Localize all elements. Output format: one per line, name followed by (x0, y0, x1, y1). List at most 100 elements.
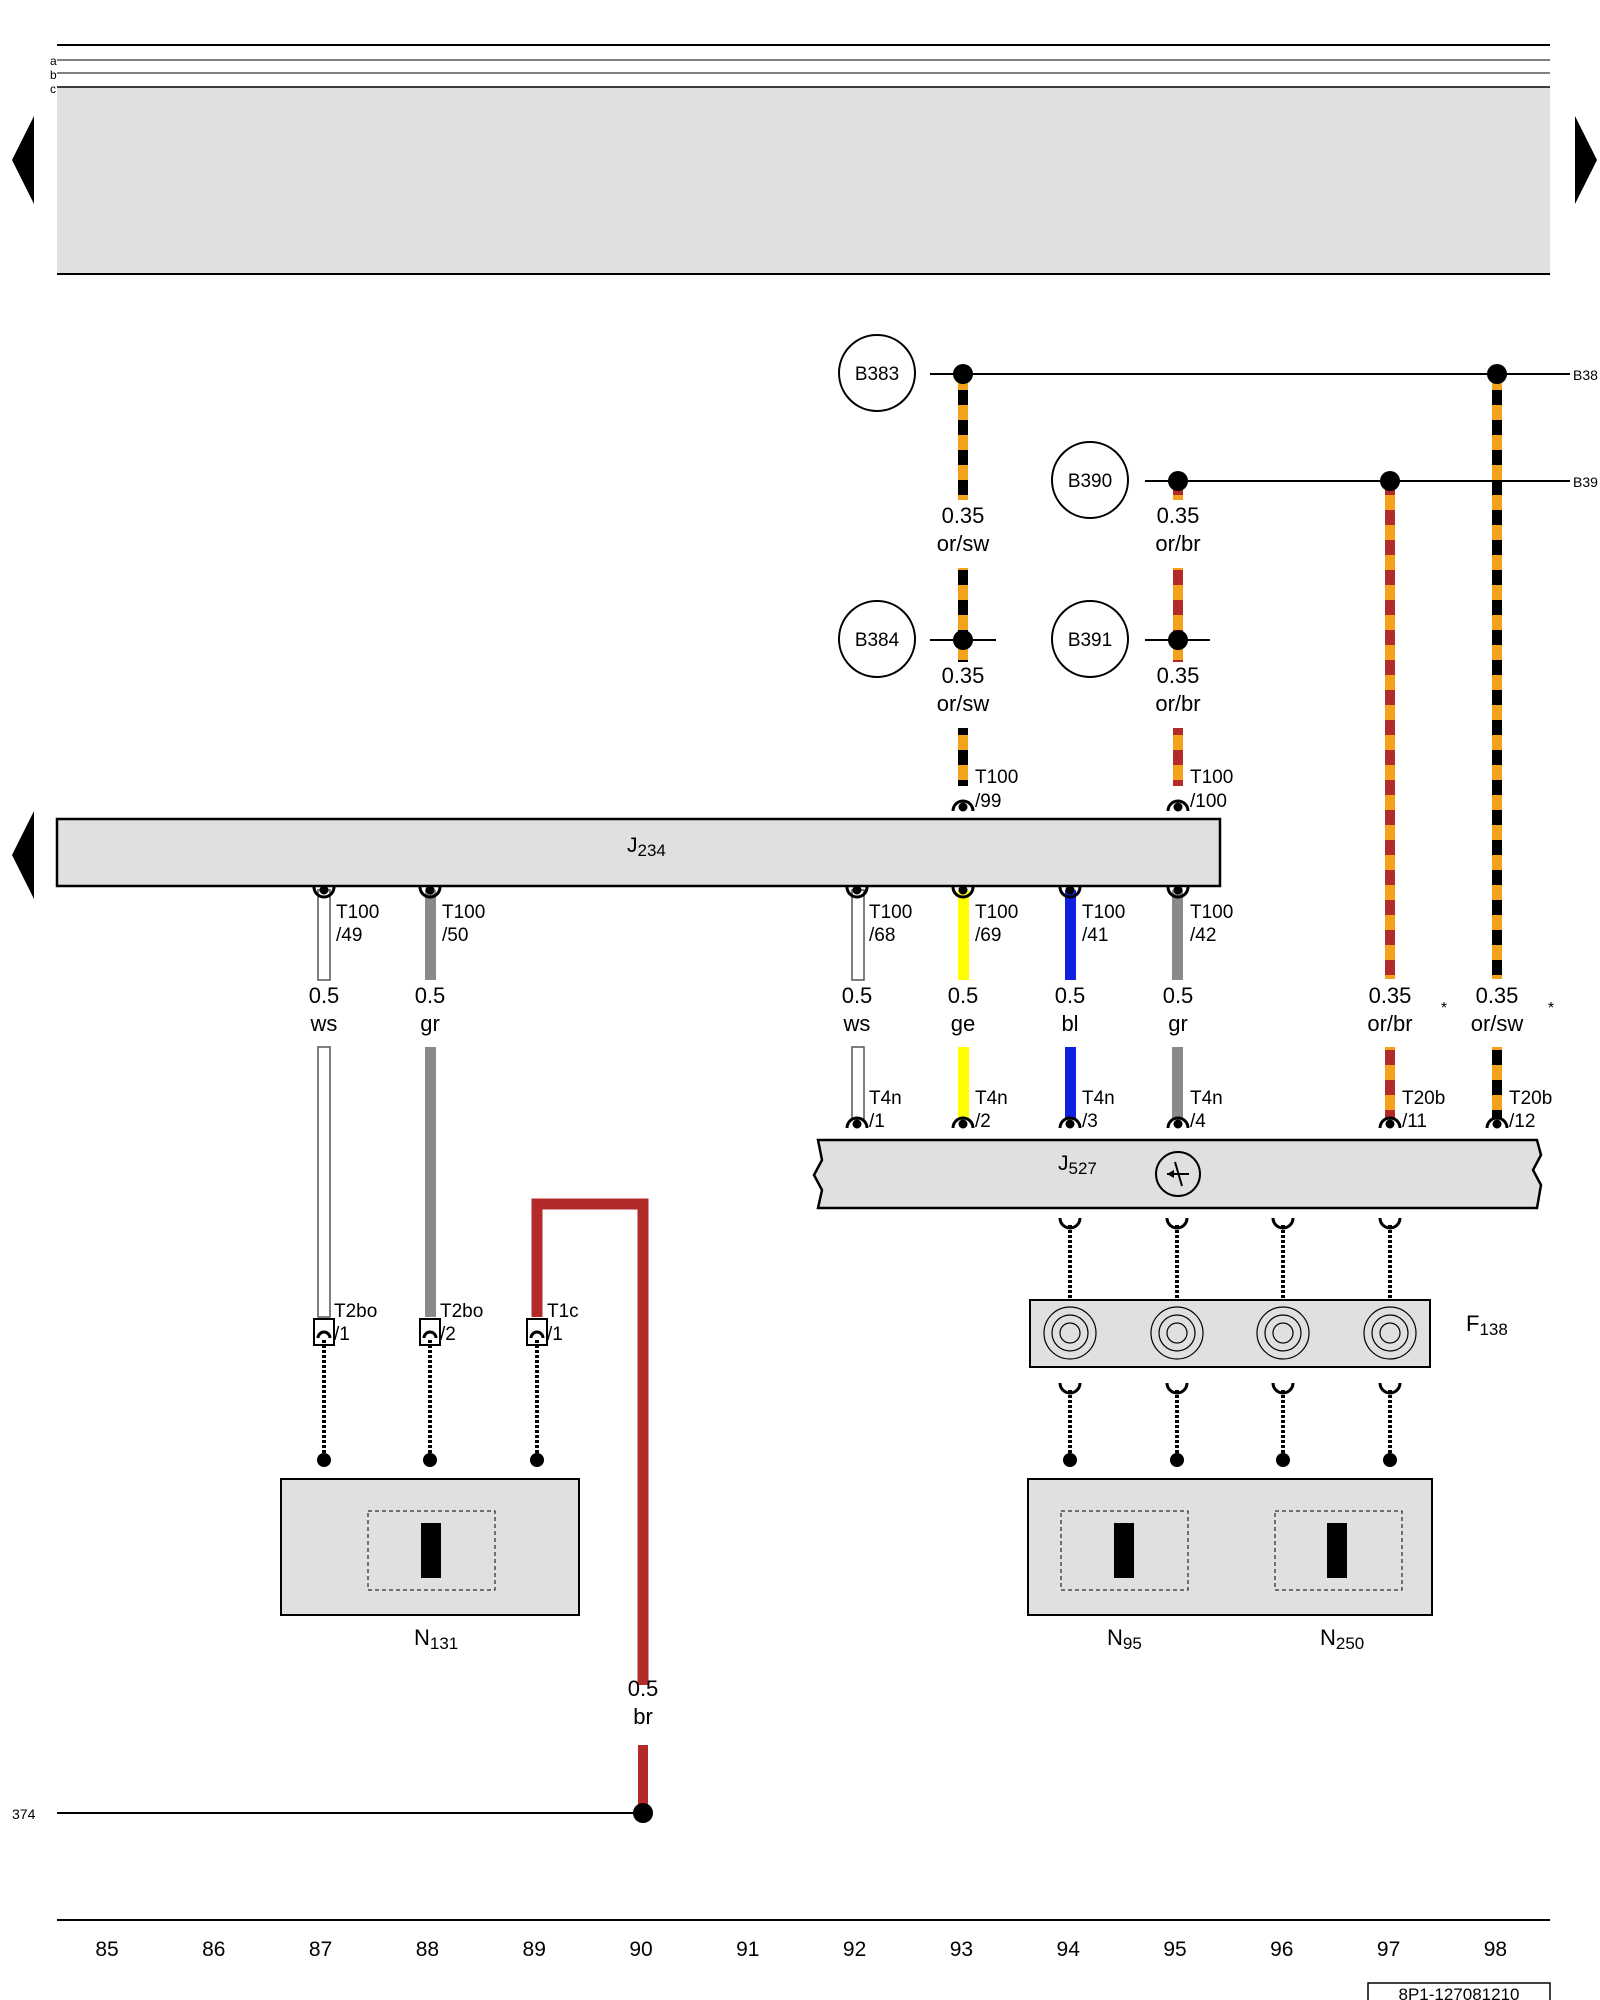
N131-label: N131 (414, 1625, 458, 1653)
column-number: 87 (309, 1938, 332, 1961)
airbag-igniter-icon (1327, 1523, 1347, 1578)
row-label-c: c (50, 82, 56, 96)
wire-size: 0.35 (1476, 983, 1519, 1008)
connector-pin: /3 (1082, 1111, 1098, 1132)
F138-sub: 138 (1479, 1320, 1507, 1339)
wire-size: 0.35 (1157, 503, 1200, 528)
control-unit-J234[interactable]: J234 (55, 817, 1222, 888)
wire-color: gr (420, 1011, 440, 1036)
previous-page-arrow-icon[interactable] (12, 116, 34, 204)
connector-pin: /2 (440, 1324, 456, 1345)
wire-color: ge (951, 1011, 975, 1036)
N250-sub: 250 (1336, 1634, 1364, 1653)
column-number: 98 (1484, 1938, 1507, 1961)
connector-pin: /2 (975, 1111, 991, 1132)
connector-id: T1c (547, 1301, 579, 1322)
wire-color: ws (843, 1011, 871, 1036)
column-number: 96 (1270, 1938, 1293, 1961)
component-N131[interactable]: N131 (280, 1478, 580, 1653)
node-B383-label: B383 (855, 364, 899, 385)
edge-ref-B38[interactable]: B38 (1573, 367, 1598, 383)
control-unit-J527[interactable]: J527 (812, 1138, 1543, 1210)
wire-size: 0.5 (415, 983, 446, 1008)
connector-labels: T100 /99 T100 /100 T100 /49 T100 /50 T10… (334, 767, 1552, 1345)
connector-id: T2bo (334, 1301, 377, 1322)
component-F138[interactable]: F138 (1029, 1299, 1508, 1368)
terminal-symbols (312, 799, 1509, 1395)
airbag-igniter-icon (421, 1523, 441, 1578)
column-number: 90 (629, 1938, 652, 1961)
wire-size: 0.5 (309, 983, 340, 1008)
connector-pin: /42 (1190, 925, 1216, 946)
wire-color: or/br (1155, 691, 1200, 716)
wire-size: 0.5 (1163, 983, 1194, 1008)
clockspring-symbol-icon (1155, 1151, 1201, 1197)
connector-pin: /1 (547, 1324, 563, 1345)
node-B391-label: B391 (1068, 630, 1112, 651)
connector-id: T100 (1190, 767, 1233, 788)
connector-id: T100 (975, 767, 1018, 788)
wire-color: or/sw (937, 691, 990, 716)
connector-pin: /49 (336, 925, 362, 946)
J527-sub: 527 (1069, 1159, 1097, 1178)
node-B390-label: B390 (1068, 471, 1112, 492)
edge-ref-374[interactable]: 374 (12, 1806, 36, 1822)
N95-sub: 95 (1123, 1634, 1142, 1653)
column-number: 86 (202, 1938, 225, 1961)
connector-id: T100 (975, 902, 1018, 923)
connector-pin: /11 (1402, 1111, 1427, 1132)
footer-code: 8P1-127081210 (1367, 1982, 1551, 2000)
connector-pin: /68 (869, 925, 895, 946)
node-B391-circle[interactable] (1051, 600, 1129, 678)
connector-id: T100 (869, 902, 912, 923)
N250-prefix: N (1320, 1625, 1336, 1650)
connector-id: T100 (1190, 902, 1233, 923)
J234-prefix: J (627, 834, 638, 857)
connector-pin: /41 (1082, 925, 1108, 946)
connector-pin: /1 (334, 1324, 350, 1345)
wire-size: 0.5 (842, 983, 873, 1008)
wire-size: 0.35 (942, 663, 985, 688)
connector-id: T4n (1190, 1088, 1223, 1109)
column-number: 94 (1057, 1938, 1081, 1961)
column-number: 95 (1163, 1938, 1186, 1961)
connector-id: T20b (1402, 1088, 1445, 1109)
connector-pin: /69 (975, 925, 1001, 946)
document-code: 8P1-127081210 (1398, 1985, 1519, 2000)
node-B384-label: B384 (855, 630, 900, 651)
wire-size: 0.35 (1369, 983, 1412, 1008)
node-B384-circle[interactable] (838, 600, 916, 678)
wire-note-mark: * (1441, 1000, 1447, 1017)
wire-size: 0.35 (942, 503, 985, 528)
N131-sub: 131 (430, 1634, 458, 1653)
connector-pin: /1 (869, 1111, 885, 1132)
connector-pin: /12 (1509, 1111, 1535, 1132)
component-N95-N250[interactable]: N95 N250 (1027, 1478, 1433, 1653)
edge-ref-B39[interactable]: B39 (1573, 474, 1598, 490)
wire-size: 0.5 (1055, 983, 1086, 1008)
column-number: 93 (950, 1938, 973, 1961)
node-B383-circle[interactable] (838, 334, 916, 412)
header-band: a b c (50, 44, 1550, 275)
N131-prefix: N (414, 1625, 430, 1650)
connector-id: T4n (869, 1088, 902, 1109)
connector-id: T100 (336, 902, 379, 923)
wire-color: or/sw (1471, 1011, 1524, 1036)
wire-size: 0.35 (1157, 663, 1200, 688)
connector-pin: /99 (975, 791, 1001, 812)
next-page-arrow-icon[interactable] (1575, 116, 1597, 204)
J234-sub: 234 (638, 841, 666, 860)
F138-prefix: F (1466, 1311, 1479, 1336)
column-number: 88 (416, 1938, 439, 1961)
junction-dots (317, 364, 1507, 1823)
airbag-igniter-icon (1114, 1523, 1134, 1578)
column-number: 85 (95, 1938, 118, 1961)
connector-pin: /4 (1190, 1111, 1206, 1132)
node-bubbles[interactable]: B383 B390 B384 B391 B38 B39 374 (12, 334, 1598, 1822)
node-B390-circle[interactable] (1051, 441, 1129, 519)
spiral-coil-icons (1043, 1306, 1417, 1360)
wire-color: gr (1168, 1011, 1188, 1036)
N95-prefix: N (1107, 1625, 1123, 1650)
continuation-left-arrow-icon[interactable] (12, 811, 34, 899)
